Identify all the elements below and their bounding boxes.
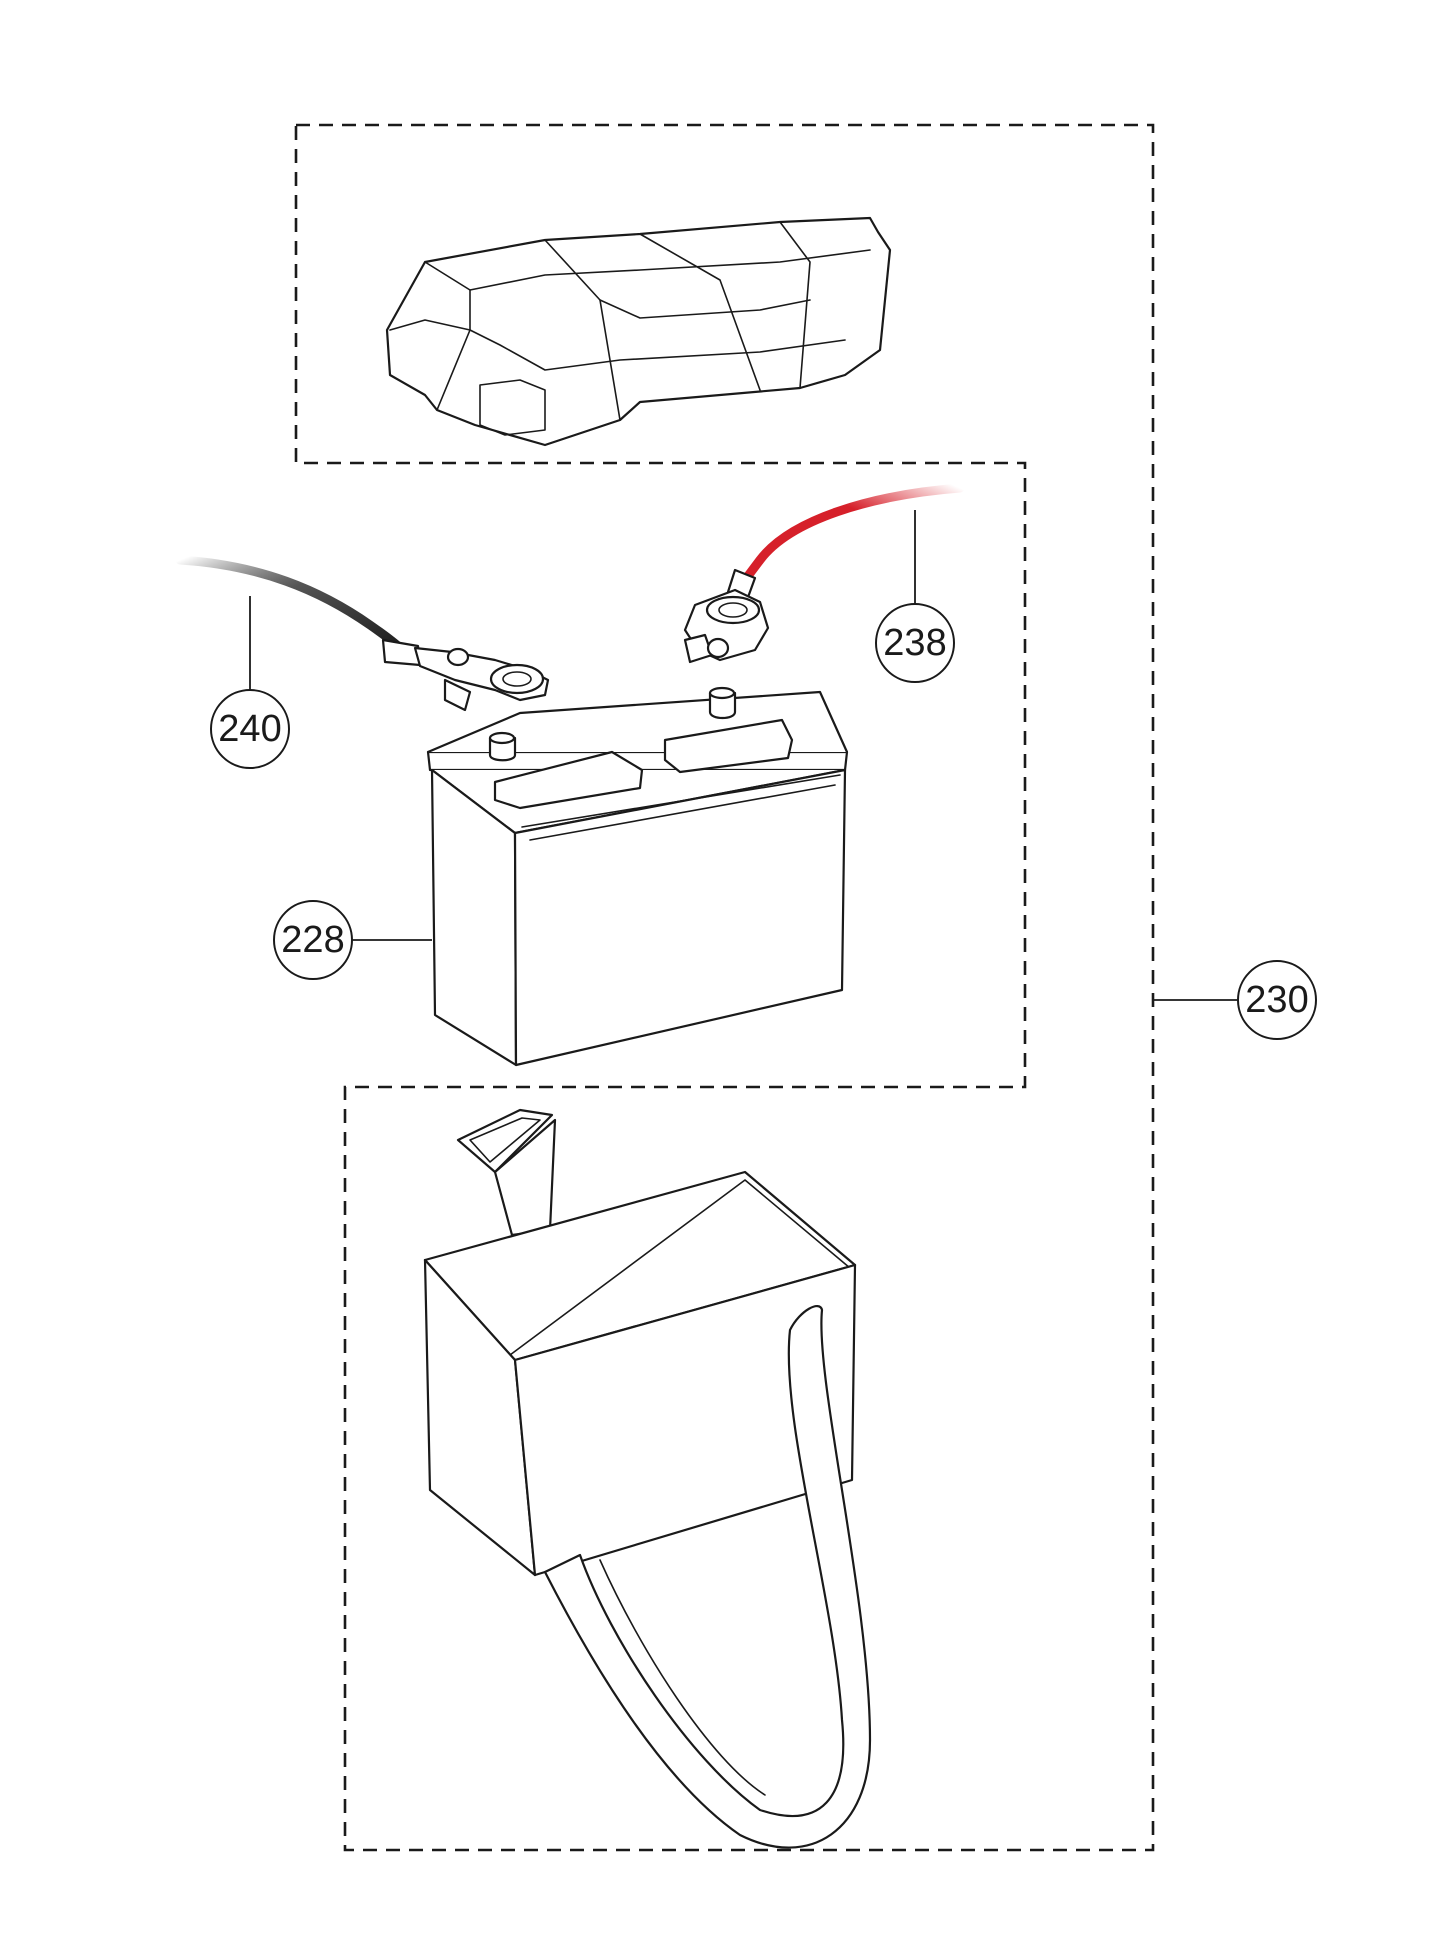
callout-240: 240	[210, 596, 290, 769]
battery-cover	[385, 216, 892, 447]
assembly-boundary	[294, 123, 1155, 1852]
callout-228-label: 228	[281, 919, 344, 961]
callout-228: 228	[273, 900, 432, 980]
callout-238: 238	[875, 510, 955, 683]
battery-tray	[423, 1108, 872, 1849]
callout-230-label: 230	[1245, 979, 1308, 1021]
positive-cable	[683, 483, 965, 664]
battery	[426, 686, 849, 1067]
callout-238-label: 238	[883, 622, 946, 664]
negative-cable	[175, 555, 550, 712]
callout-240-label: 240	[218, 708, 281, 750]
callout-230: 230	[1153, 960, 1317, 1040]
